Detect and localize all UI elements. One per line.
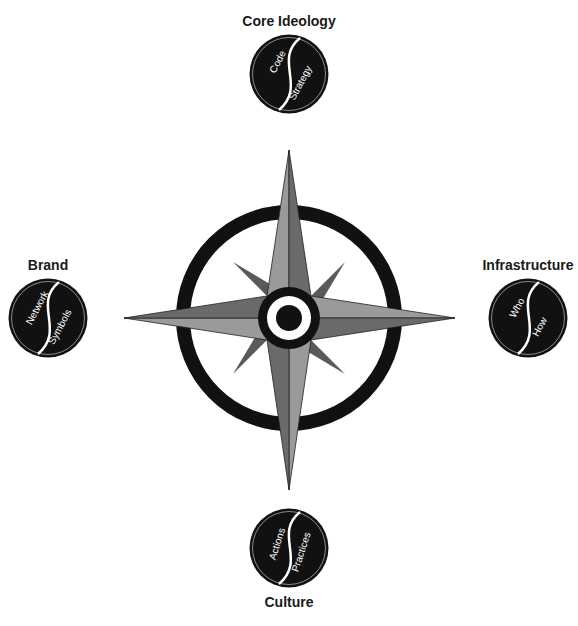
- hub-ring: [267, 296, 311, 340]
- circle-shape: [8, 278, 88, 358]
- compass-point-circle: Core IdeologyCodeStrategy: [249, 34, 329, 114]
- compass-point-circle: BrandNetworkSymbols: [8, 278, 88, 358]
- compass-point-circle: CultureActionsPractices: [249, 508, 329, 588]
- circle-shape: [488, 278, 568, 358]
- heading-label: Culture: [265, 594, 314, 610]
- circle-shape: [249, 508, 329, 588]
- hub-outer: [258, 287, 320, 349]
- heading-label: Brand: [28, 257, 68, 273]
- compass-point-circle: InfrastructureWhoHow: [488, 278, 568, 358]
- heading-label: Core Ideology: [242, 13, 335, 29]
- circle-shape: [249, 34, 329, 114]
- hub-dot: [276, 305, 302, 331]
- heading-label: Infrastructure: [482, 257, 573, 273]
- main-points: [124, 150, 455, 490]
